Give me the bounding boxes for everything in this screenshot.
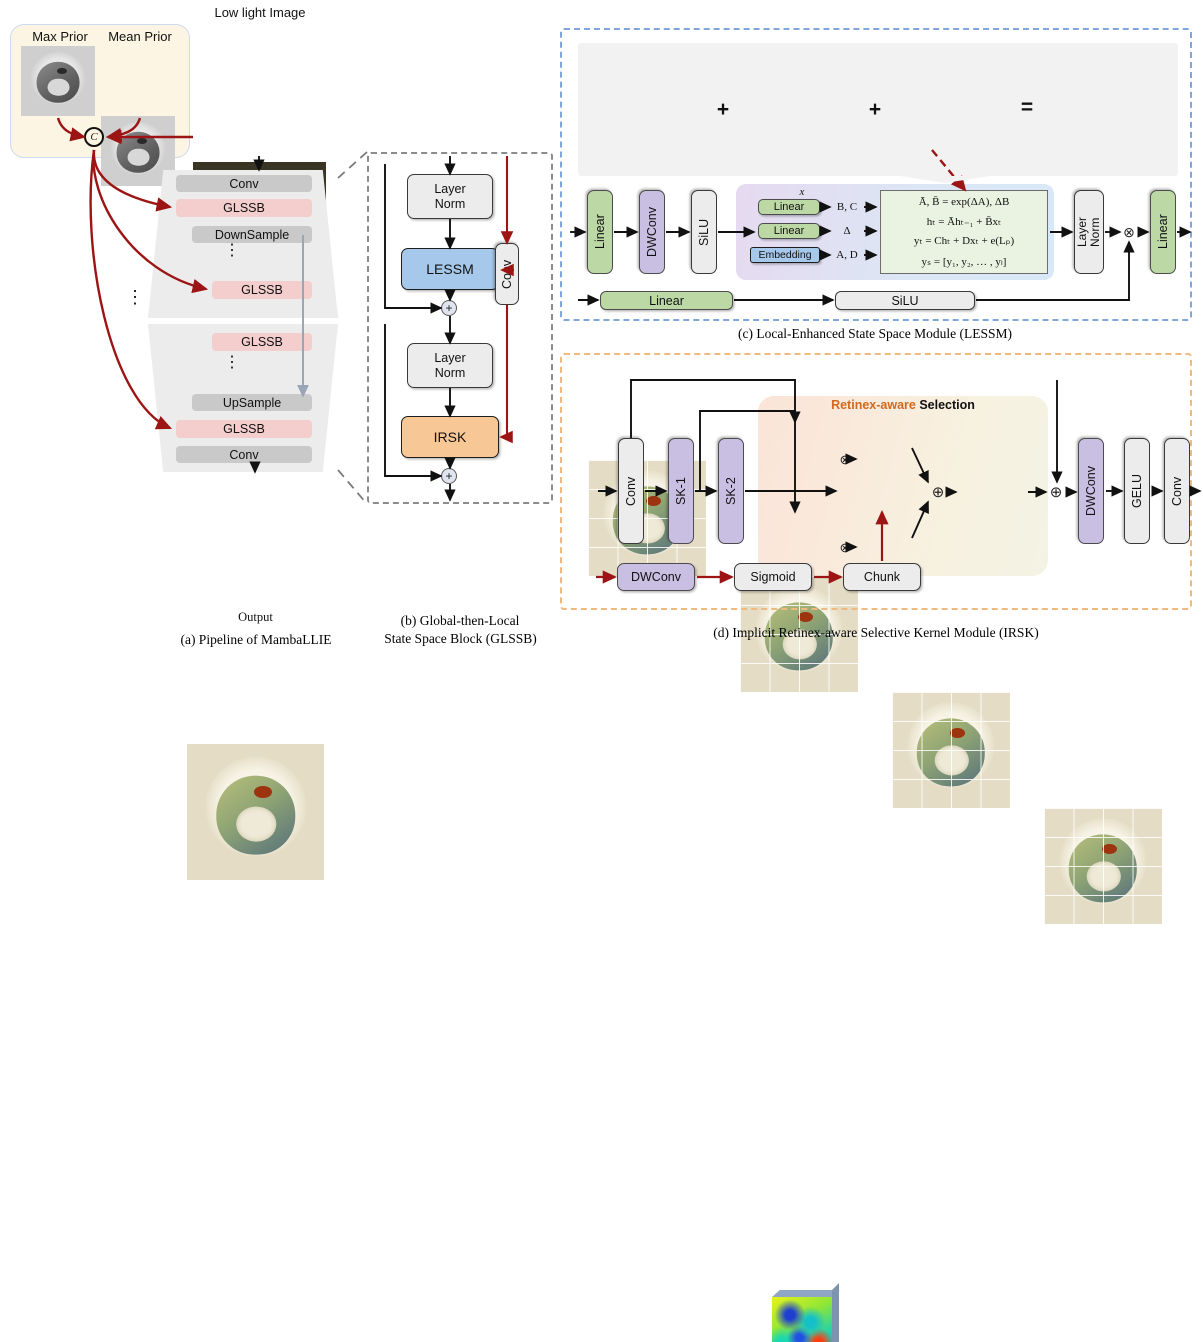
ssm-branch-linear-delta: Linear: [758, 223, 820, 239]
ssm-x-label: x: [742, 186, 862, 198]
lessm-linear-in: Linear: [587, 190, 613, 274]
retinex-rest-text: Selection: [919, 398, 975, 412]
retinex-selection-title: Retinex-aware Selection: [768, 398, 1038, 412]
scan-strip: [578, 43, 1178, 176]
irsk-bottom-dwconv: DWConv: [617, 563, 695, 591]
caption-b-line2: State Space Block (GLSSB): [384, 631, 537, 646]
residual-add-1: +: [441, 300, 457, 316]
lessm-gate-silu: SiLU: [835, 291, 975, 310]
lessm-gate-linear: Linear: [600, 291, 733, 310]
ssm-equation-1: Ā, B̄ = exp(ΔA), ΔB: [918, 196, 1010, 208]
output-label: Output: [238, 610, 273, 624]
encoder-vertical-dots: ⋮: [224, 242, 240, 259]
max-prior-label: Max Prior: [32, 29, 88, 44]
irsk-dwconv: DWConv: [1078, 438, 1104, 544]
decoder-stage-upsample: UpSample: [192, 394, 312, 411]
retinex-accent-text: Retinex-aware: [831, 398, 916, 412]
low-light-image-label: Low light Image: [214, 5, 306, 20]
irsk-bottom-sigmoid: Sigmoid: [734, 563, 812, 591]
encoder-stage-glssb-1: GLSSB: [176, 199, 312, 217]
decoder-stage-glssb-2: GLSSB: [176, 420, 312, 438]
scan-tile-local: [892, 692, 1010, 808]
max-prior-image: [21, 46, 95, 116]
ssm-out-ad: A, D: [836, 249, 858, 261]
ssm-equation-2: hₜ = Āhₜ₋₁ + B̄xₜ: [926, 216, 1002, 228]
scan-tile-fused: [1044, 808, 1162, 924]
irsk-conv-out: Conv: [1164, 438, 1190, 544]
ssm-equation-3: yₜ = Chₜ + Dxₜ + e(Lₚ): [913, 235, 1015, 247]
encoder-stage-glssb-2: GLSSB: [212, 281, 312, 299]
conv-side-block: Conv: [495, 243, 519, 305]
caption-b-line1: (b) Global-then-Local: [400, 613, 520, 628]
irsk-multiply-bottom: ⊗: [839, 539, 851, 555]
irsk-conv-in: Conv: [618, 438, 644, 544]
ssm-out-delta: Δ: [843, 225, 851, 237]
ssm-x-text: x: [799, 186, 805, 198]
lessm-linear-out: Linear: [1150, 190, 1176, 274]
irsk-sk1: SK-1: [668, 438, 694, 544]
irsk-add-inner: ⊕: [931, 483, 945, 501]
caption-d: (d) Implicit Retinex-aware Selective Ker…: [713, 625, 1039, 640]
panel-b-dashed-border: [367, 152, 553, 504]
caption-c: (c) Local-Enhanced State Space Module (L…: [737, 326, 1013, 341]
lessm-multiply: ⊗: [1123, 224, 1135, 240]
mean-prior-label: Mean Prior: [108, 29, 172, 44]
ssm-out-bc: B, C: [836, 201, 858, 213]
lessm-dwconv: DWConv: [639, 190, 665, 274]
irsk-sk2: SK-2: [718, 438, 744, 544]
ssm-branch-embedding: Embedding: [750, 247, 820, 263]
caption-a: (a) Pipeline of MambaLLIE: [180, 632, 332, 647]
lessm-layer-norm: Layer Norm: [1074, 190, 1104, 274]
irsk-add-residual: ⊕: [1049, 483, 1063, 501]
lessm-block[interactable]: LESSM: [401, 248, 499, 290]
panel-c-dashed-border: [560, 28, 1192, 321]
irsk-gelu: GELU: [1124, 438, 1150, 544]
feature-map-cube-top: [772, 1283, 840, 1342]
concat-operator: C: [84, 127, 104, 147]
scan-equals: =: [1020, 96, 1034, 119]
lessm-silu: SiLU: [691, 190, 717, 274]
encoder-stage-downsample: DownSample: [192, 226, 312, 243]
irsk-multiply-top: ⊗: [839, 451, 851, 467]
encoder-stage-conv: Conv: [176, 175, 312, 192]
layer-norm-1: Layer Norm: [407, 174, 493, 219]
irsk-block[interactable]: IRSK: [401, 416, 499, 458]
ssm-equation-4: yₛ = [y₁, y₂, … , yₗ]: [921, 256, 1007, 268]
residual-add-2: +: [441, 468, 457, 484]
scan-plus-1: +: [716, 98, 730, 121]
irsk-bottom-chunk: Chunk: [843, 563, 921, 591]
scan-plus-2: +: [868, 98, 882, 121]
output-image: [187, 744, 324, 880]
layer-norm-2: Layer Norm: [407, 343, 493, 388]
pipeline-middle-dots: ⋮: [126, 287, 144, 307]
retinex-selection-region: [758, 396, 1048, 576]
panel-d-dashed-border: [560, 353, 1192, 610]
decoder-vertical-dots: ⋮: [224, 354, 240, 371]
decoder-stage-glssb-1: GLSSB: [212, 333, 312, 351]
ssm-branch-linear-bc: Linear: [758, 199, 820, 215]
decoder-stage-conv: Conv: [176, 446, 312, 463]
